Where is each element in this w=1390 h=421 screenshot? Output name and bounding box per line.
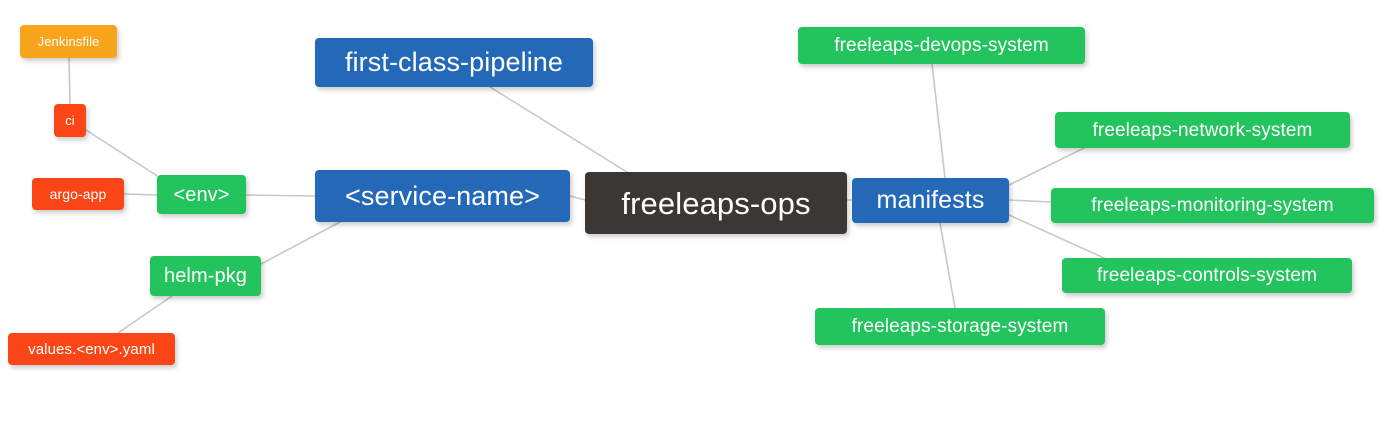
mindmap-node-label-manifests: manifests <box>876 186 985 214</box>
mindmap-node-label-freeleaps-monitoring-system: freeleaps-monitoring-system <box>1091 195 1334 216</box>
mindmap-node-label-freeleaps-storage-system: freeleaps-storage-system <box>851 316 1069 337</box>
mindmap-node-label-first-class-pipeline: first-class-pipeline <box>344 47 564 77</box>
mindmap-node-freeleaps-ops[interactable]: freeleaps-ops <box>585 172 847 234</box>
mindmap-node-argo-app[interactable]: argo-app <box>32 178 124 210</box>
edge-first-class-pipeline-to-freeleaps-ops <box>489 86 628 173</box>
edge-manifests-to-freeleaps-devops-system <box>931 63 946 179</box>
mindmap-node-label-env: <env> <box>173 183 230 206</box>
edge-manifests-to-freeleaps-storage-system <box>939 222 956 309</box>
mindmap-node-ci[interactable]: ci <box>54 104 86 137</box>
mindmap-node-label-freeleaps-network-system: freeleaps-network-system <box>1092 119 1313 141</box>
mindmap-node-freeleaps-storage-system[interactable]: freeleaps-storage-system <box>815 308 1105 345</box>
mindmap-node-label-freeleaps-controls-system: freeleaps-controls-system <box>1096 265 1318 286</box>
edge-env-to-service-name <box>245 194 316 197</box>
edge-jenkinsfile-to-ci <box>68 57 71 105</box>
mindmap-node-freeleaps-monitoring-system[interactable]: freeleaps-monitoring-system <box>1051 188 1374 223</box>
mindmap-node-label-freeleaps-devops-system: freeleaps-devops-system <box>834 35 1049 56</box>
mindmap-node-freeleaps-devops-system[interactable]: freeleaps-devops-system <box>798 27 1085 64</box>
edge-ci-to-env <box>85 129 160 178</box>
mindmap-node-label-helm-pkg: helm-pkg <box>163 265 248 287</box>
mindmap-node-label-values-env-yaml: values.<env>.yaml <box>28 340 155 358</box>
edge-manifests-to-freeleaps-monitoring-system <box>1008 199 1052 203</box>
mindmap-node-values-env-yaml[interactable]: values.<env>.yaml <box>8 333 175 365</box>
mindmap-node-label-jenkinsfile: Jenkinsfile <box>37 34 100 49</box>
edge-manifests-to-freeleaps-controls-system <box>1008 214 1105 259</box>
mindmap-node-env[interactable]: <env> <box>157 175 246 214</box>
edge-manifests-to-freeleaps-network-system <box>1008 147 1085 186</box>
edge-service-name-to-freeleaps-ops <box>569 195 586 201</box>
mindmap-node-label-ci: ci <box>65 113 75 128</box>
mindmap-node-freeleaps-controls-system[interactable]: freeleaps-controls-system <box>1062 258 1352 293</box>
mindmap-node-first-class-pipeline[interactable]: first-class-pipeline <box>315 38 593 87</box>
mindmap-node-service-name[interactable]: <service-name> <box>315 170 570 222</box>
edge-helm-pkg-to-values-env-yaml <box>117 295 173 334</box>
mindmap-node-helm-pkg[interactable]: helm-pkg <box>150 256 261 296</box>
mindmap-node-label-argo-app: argo-app <box>49 186 107 202</box>
mindmap-node-label-service-name: <service-name> <box>345 180 540 211</box>
mindmap-node-label-freeleaps-ops: freeleaps-ops <box>621 185 811 221</box>
edge-argo-app-to-env <box>123 193 158 196</box>
mindmap-node-manifests[interactable]: manifests <box>852 178 1009 223</box>
mindmap-node-jenkinsfile[interactable]: Jenkinsfile <box>20 25 117 58</box>
edge-service-name-to-helm-pkg <box>260 221 341 265</box>
mindmap-node-freeleaps-network-system[interactable]: freeleaps-network-system <box>1055 112 1350 148</box>
